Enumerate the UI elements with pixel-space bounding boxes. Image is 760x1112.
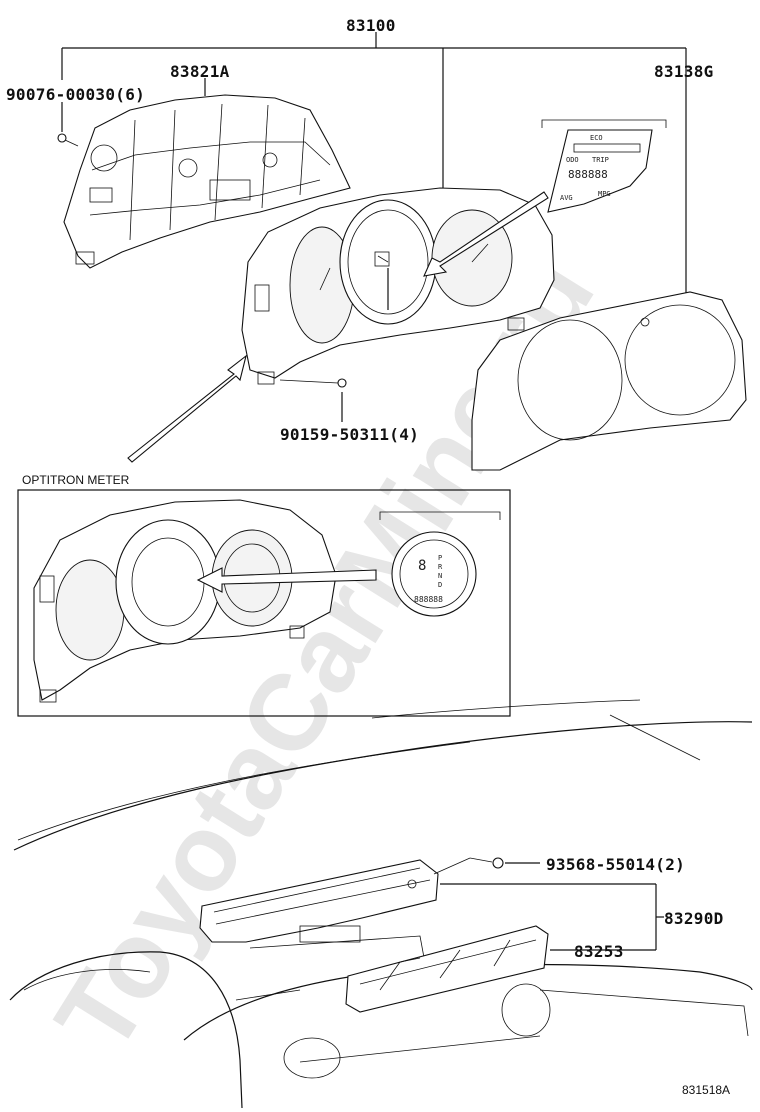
odo-digits: 888888 xyxy=(568,168,608,181)
figure-code: 831518A xyxy=(682,1083,730,1097)
label-83253: 83253 xyxy=(574,942,624,961)
trip-label: TRIP xyxy=(592,156,609,164)
meter-housing-part xyxy=(57,94,351,269)
label-83290d: 83290D xyxy=(664,909,724,928)
eco-label: ECO xyxy=(590,134,603,142)
optitron-inset-frame xyxy=(17,489,511,717)
leader-lines-bottom xyxy=(440,862,664,951)
inset-title: OPTITRON METER xyxy=(22,473,130,487)
combination-meter-part xyxy=(241,187,555,388)
leader-lines-top xyxy=(61,32,687,422)
mpg-label: MPG xyxy=(598,190,611,198)
optitron-display-part: 8 P R N D 888888 xyxy=(379,511,501,617)
shift-n: N xyxy=(438,572,442,580)
label-90159-50311: 90159-50311(4) xyxy=(280,425,419,444)
meter-glass-part xyxy=(471,291,747,471)
arrow-display-to-meter xyxy=(423,191,549,277)
odo-label: ODO xyxy=(566,156,579,164)
arrow-gauge-to-meter xyxy=(196,567,377,593)
label-83821a: 83821A xyxy=(170,62,230,81)
gear-digit: 8 xyxy=(418,558,426,574)
clock-panel-part xyxy=(345,925,549,1013)
label-93568-55014: 93568-55014(2) xyxy=(546,855,685,874)
odometer-display-part: ECO ODO TRIP 888888 AVG MPG xyxy=(541,119,667,213)
arrow-inset-to-meter xyxy=(127,354,247,463)
shift-d: D xyxy=(438,581,442,589)
label-90076-00030: 90076-00030(6) xyxy=(6,85,145,104)
optitron-digits: 888888 xyxy=(414,595,443,604)
label-83100: 83100 xyxy=(346,16,396,35)
shift-r: R xyxy=(438,563,443,571)
label-83138g: 83138G xyxy=(654,62,714,81)
shift-p: P xyxy=(438,554,442,562)
avg-label: AVG xyxy=(560,194,573,202)
clock-assy-part xyxy=(199,859,439,943)
clip-screw-part xyxy=(433,857,504,875)
